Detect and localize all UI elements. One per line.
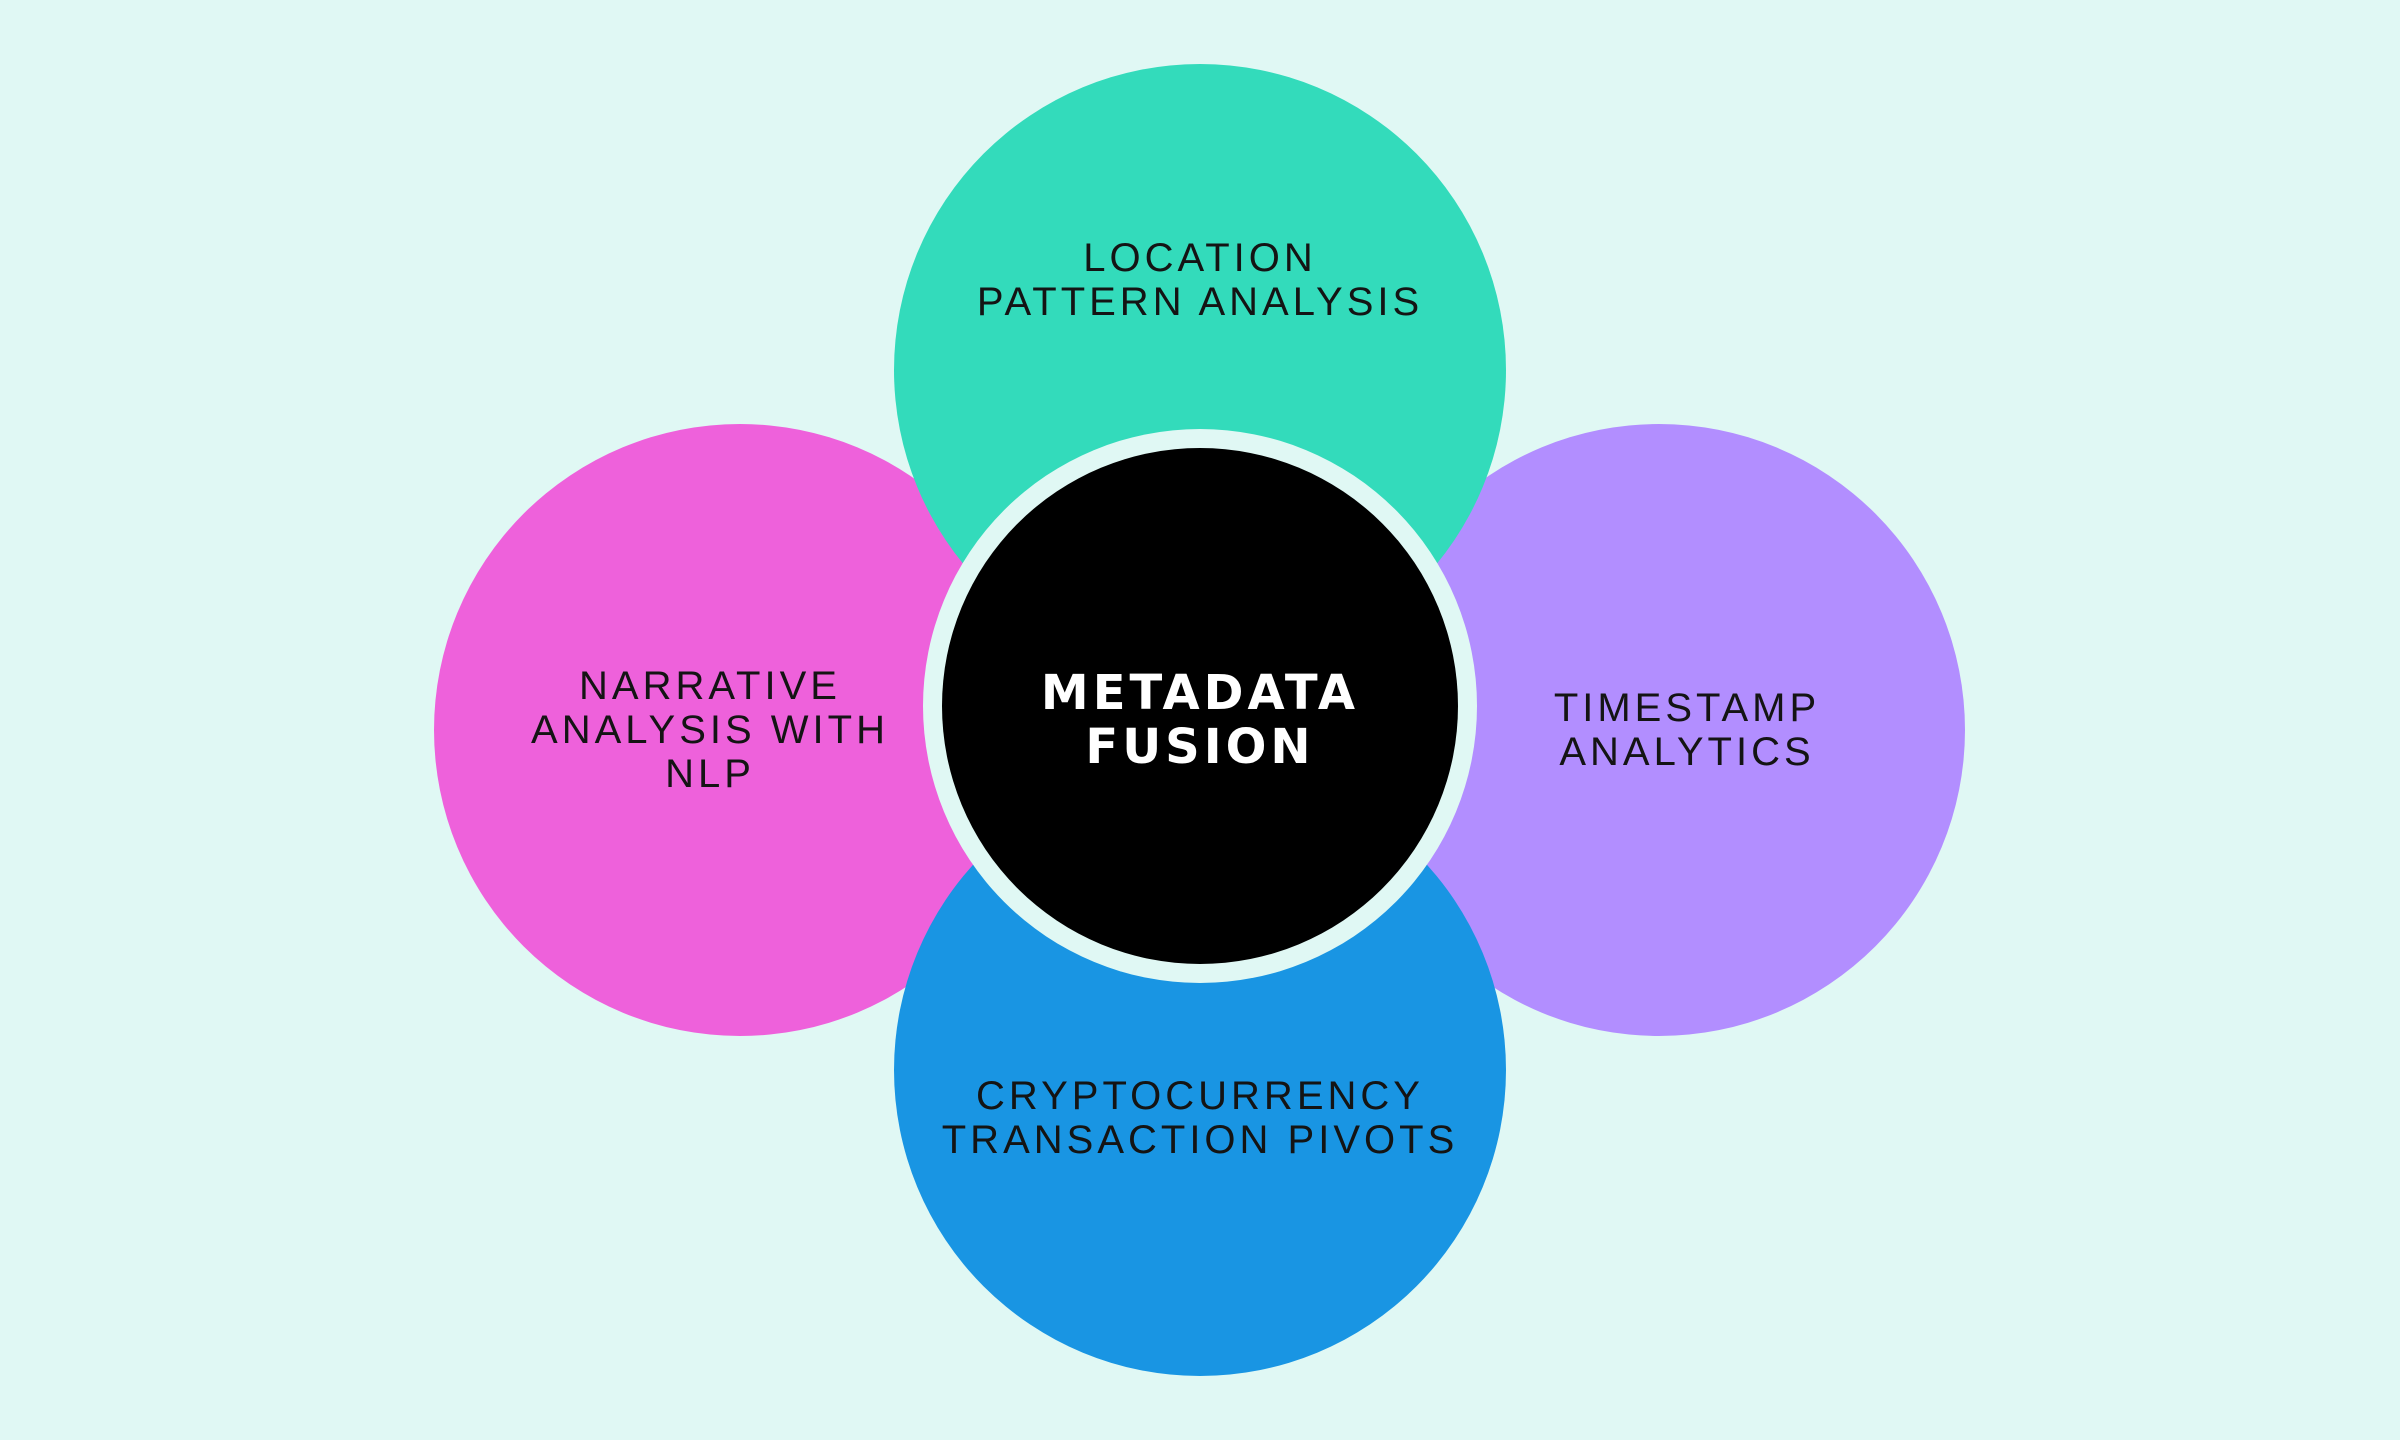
timestamp-label-line-2: ANALYTICS <box>1559 730 1815 774</box>
location-label: LOCATION PATTERN ANALYSIS <box>977 236 1423 324</box>
timestamp-label: TIMESTAMP ANALYTICS <box>1554 686 1820 774</box>
timestamp-label-line-1: TIMESTAMP <box>1553 686 1821 730</box>
crypto-label: CRYPTOCURRENCY TRANSACTION PIVOTS <box>942 1074 1459 1162</box>
narrative-label-line-2: ANALYSIS WITH <box>531 708 889 752</box>
narrative-label: NARRATIVE ANALYSIS WITH NLP <box>531 664 889 796</box>
narrative-label-line-1: NARRATIVE <box>579 664 841 708</box>
center-label-line-1: METADATA <box>1040 665 1360 721</box>
location-label-line-2: PATTERN ANALYSIS <box>976 280 1424 324</box>
center-label: METADATA FUSION <box>1041 666 1359 774</box>
location-label-line-1: LOCATION <box>1083 236 1317 280</box>
crypto-label-line-2: TRANSACTION PIVOTS <box>941 1118 1459 1162</box>
crypto-label-line-1: CRYPTOCURRENCY <box>976 1074 1424 1118</box>
narrative-circle <box>434 424 1046 1036</box>
narrative-label-line-3: NLP <box>665 752 755 796</box>
center-label-line-2: FUSION <box>1085 719 1315 775</box>
center-circle <box>942 448 1458 964</box>
timestamp-circle <box>1353 424 1965 1036</box>
